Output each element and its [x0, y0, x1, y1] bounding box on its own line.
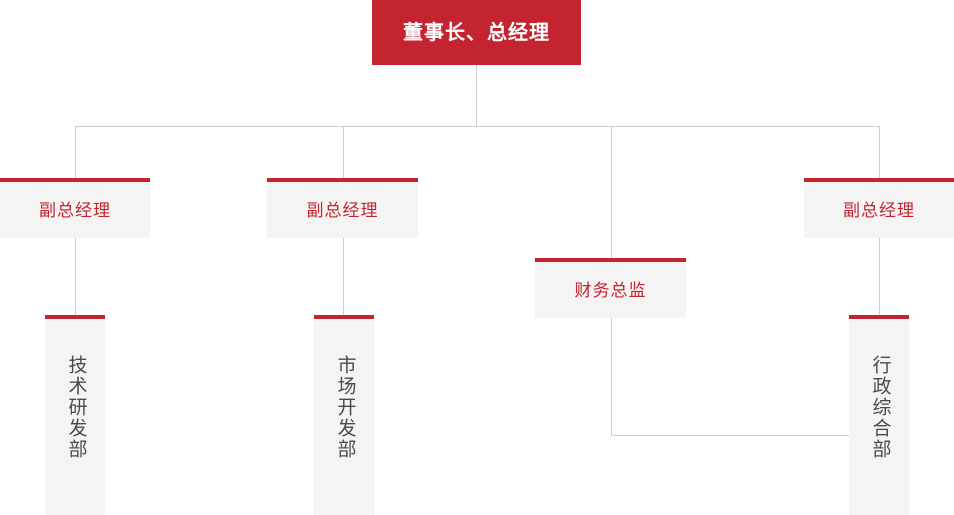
connector-manager1-to-rd-dept [75, 238, 76, 315]
connector-drop-manager-2 [343, 126, 344, 178]
connector-top-stem [476, 65, 477, 126]
connector-main-bus [75, 126, 880, 127]
connector-manager4-to-admin-dept [879, 238, 880, 315]
node-chairman-general-manager[interactable]: 董事长、总经理 [372, 0, 581, 65]
node-deputy-general-manager-1[interactable]: 副总经理 [0, 178, 150, 238]
connector-drop-manager-4 [879, 126, 880, 178]
node-finance-director-label: 财务总监 [574, 280, 647, 300]
node-department-admin-label: 行政综合部 [869, 355, 891, 460]
node-deputy-general-manager-2-label: 副总经理 [306, 200, 379, 220]
node-chairman-general-manager-label: 董事长、总经理 [403, 21, 550, 44]
connector-drop-manager-1 [75, 126, 76, 178]
node-department-market-label: 市场开发部 [334, 355, 356, 460]
node-deputy-general-manager-3-label: 副总经理 [843, 200, 915, 220]
node-department-admin[interactable]: 行政综合部 [849, 315, 909, 515]
connector-manager2-to-market-dept [343, 238, 344, 315]
connector-drop-finance-director [611, 126, 612, 258]
node-deputy-general-manager-3[interactable]: 副总经理 [804, 178, 954, 238]
node-finance-director[interactable]: 财务总监 [535, 258, 686, 318]
connector-finance-elbow-horizontal [611, 435, 849, 436]
node-department-rd-label: 技术研发部 [65, 355, 87, 460]
connector-finance-elbow-vertical [611, 318, 612, 435]
node-department-market[interactable]: 市场开发部 [314, 315, 374, 515]
node-department-rd[interactable]: 技术研发部 [45, 315, 105, 515]
node-deputy-general-manager-1-label: 副总经理 [39, 200, 111, 220]
node-deputy-general-manager-2[interactable]: 副总经理 [267, 178, 418, 238]
